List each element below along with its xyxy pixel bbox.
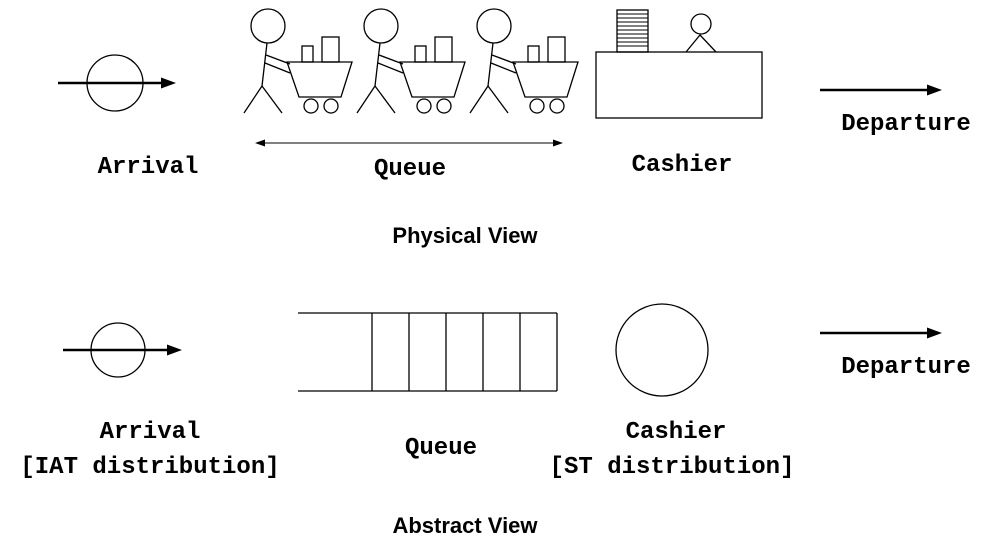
cashier-body (685, 34, 717, 53)
physical-queue-label: Queue (374, 156, 446, 183)
cashier-person (685, 13, 717, 53)
physical-arrival-label: Arrival (98, 154, 199, 181)
departure-arrow-head (927, 84, 942, 96)
physical-departure: Departure (820, 84, 971, 138)
abstract-queue-label: Queue (405, 435, 477, 462)
customer-right-leg (487, 85, 509, 114)
shopping-cart (286, 36, 353, 114)
customer-arm (490, 62, 517, 74)
physical-view: Arrival (58, 8, 971, 248)
abstract-cashier-distribution: [ST distribution] (550, 454, 795, 481)
customer-arm (377, 62, 404, 74)
customer-left-leg (469, 85, 489, 114)
physical-arrival: Arrival (58, 54, 199, 181)
customer-stick-figure (356, 8, 404, 114)
customer-with-cart (243, 8, 353, 114)
abstract-view: Arrival [IAT distribution] Queue Cashier… (20, 303, 971, 538)
cart-item-small (527, 45, 540, 63)
abstract-arrival: Arrival [IAT distribution] (20, 322, 280, 481)
cart-wheel (436, 98, 452, 114)
abstract-cashier: Cashier [ST distribution] (550, 303, 795, 481)
physical-departure-label: Departure (841, 111, 971, 138)
cart-basket (286, 61, 353, 98)
cart-wheel (303, 98, 319, 114)
cart-wheel (529, 98, 545, 114)
queue-extent-double-arrow (255, 139, 563, 147)
cash-register-stack (616, 9, 649, 53)
physical-cashier-label: Cashier (632, 152, 733, 179)
cart-basket (399, 61, 466, 98)
abstract-departure-label: Departure (841, 354, 971, 381)
shopping-cart (512, 36, 579, 114)
cart-wheel (549, 98, 565, 114)
abstract-cashier-label: Cashier (626, 419, 727, 446)
abstract-departure: Departure (820, 327, 971, 381)
cart-item-tall (434, 36, 453, 63)
abstract-arrival-distribution: [IAT distribution] (20, 454, 279, 481)
physical-queue: Queue (243, 8, 579, 183)
cart-wheel (416, 98, 432, 114)
physical-cashier: Cashier (595, 9, 763, 179)
customer-body (374, 42, 381, 87)
customer-head (250, 8, 286, 44)
customer-head (476, 8, 512, 44)
cart-item-tall (321, 36, 340, 63)
customer-right-leg (261, 85, 283, 114)
cart-item-tall (547, 36, 566, 63)
customer-arm (378, 54, 404, 65)
cashier-head (690, 13, 712, 35)
customer-stick-figure (243, 8, 291, 114)
abstract-arrival-label: Arrival (100, 419, 201, 446)
customer-arm (491, 54, 517, 65)
arrival-arrow-head (167, 344, 182, 356)
shopping-cart (399, 36, 466, 114)
customer-with-cart (356, 8, 466, 114)
customer-body (261, 42, 268, 87)
customer-with-cart (469, 8, 579, 114)
cart-wheel (323, 98, 339, 114)
customer-left-leg (243, 85, 263, 114)
customer-head (363, 8, 399, 44)
customer-body (487, 42, 494, 87)
physical-view-title: Physical View (392, 223, 538, 248)
departure-arrow-head (927, 327, 942, 339)
abstract-queue: Queue (298, 312, 558, 462)
customer-right-leg (374, 85, 396, 114)
customer-stick-figure (469, 8, 517, 114)
customer-arm (264, 62, 291, 74)
arrival-arrow-head (161, 77, 176, 89)
customer-arm (265, 54, 291, 65)
abstract-view-title: Abstract View (392, 513, 538, 538)
cart-item-small (301, 45, 314, 63)
cart-basket (512, 61, 579, 98)
queue-extent-left-head (255, 139, 265, 147)
server-circle (615, 303, 709, 397)
customer-left-leg (356, 85, 376, 114)
checkout-counter (595, 51, 763, 119)
register-body (616, 9, 649, 53)
cart-item-small (414, 45, 427, 63)
queue-extent-right-head (553, 139, 563, 147)
